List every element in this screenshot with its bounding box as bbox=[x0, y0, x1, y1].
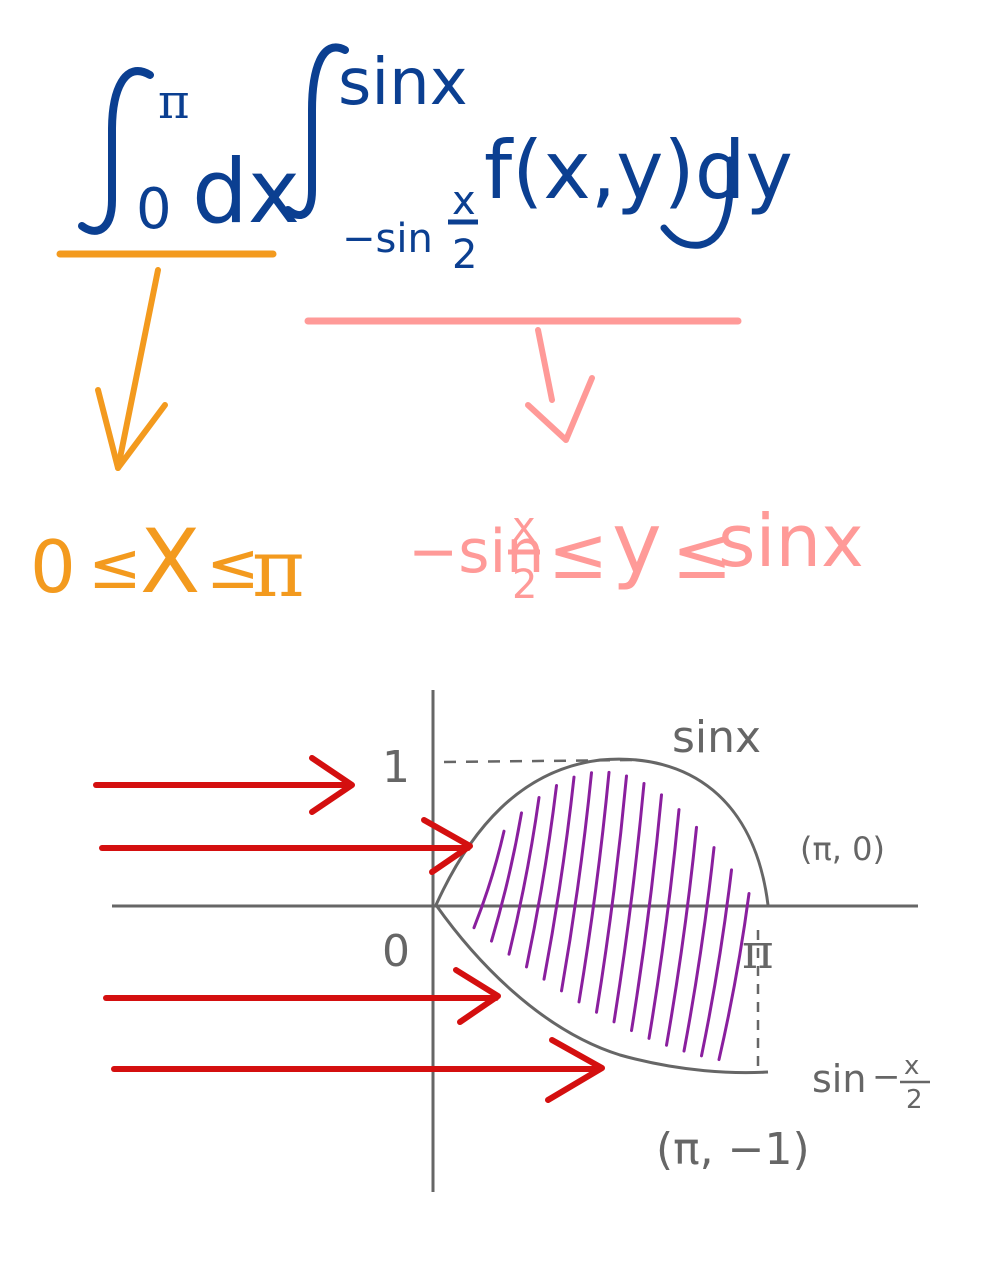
hatch-stroke bbox=[682, 846, 716, 1053]
lower-curve-label-prefix: sin bbox=[812, 1057, 866, 1101]
hatch-stroke bbox=[525, 784, 558, 969]
pink-arrow-head bbox=[525, 375, 595, 443]
integrand: f(x,y)dy bbox=[484, 124, 793, 217]
x-range-pointer bbox=[56, 250, 277, 471]
lower-curve-label-minus: − bbox=[872, 1057, 901, 1097]
hatch-stroke bbox=[630, 793, 663, 1033]
y-range-inequality: −sin x 2 ≤ y ≤ sinx bbox=[408, 494, 864, 608]
y-range-numerator: x bbox=[512, 504, 536, 550]
orange-arrow-head bbox=[95, 387, 168, 471]
pink-arrow-shaft bbox=[535, 327, 555, 403]
inner-lower-limit-prefix: −sin bbox=[342, 216, 433, 262]
hatch-stroke bbox=[560, 771, 593, 993]
red-arrows bbox=[93, 755, 605, 1103]
y-range-denominator: 2 bbox=[512, 562, 537, 608]
x-range-inequality: 0 ≤ X ≤ π bbox=[30, 510, 305, 615]
inner-lower-limit-numerator: x bbox=[452, 178, 476, 224]
sinx-label: sinx bbox=[672, 712, 761, 763]
lower-curve-label-denominator: 2 bbox=[906, 1085, 923, 1115]
y-tick-one: 1 bbox=[382, 742, 410, 793]
hatch-stroke bbox=[542, 775, 576, 981]
red-arrow-4 bbox=[111, 1037, 605, 1103]
outer-integral-sign bbox=[78, 67, 154, 235]
region-graph: 1 0 π sinx (π, 0) sin − x 2 (π, −1) bbox=[93, 690, 930, 1192]
outer-upper-limit: π bbox=[158, 74, 190, 130]
shaded-region-hatching bbox=[472, 770, 751, 1062]
orange-arrow-shaft bbox=[115, 267, 161, 471]
pi-label: π bbox=[742, 924, 774, 980]
hatch-stroke bbox=[717, 892, 751, 1062]
y-range-pointer bbox=[304, 317, 742, 443]
hatch-stroke bbox=[665, 825, 698, 1047]
red-arrow-2 bbox=[99, 817, 473, 875]
y-range-leq-1: ≤ bbox=[548, 511, 608, 595]
hatch-stroke bbox=[595, 774, 628, 1014]
hatch-stroke bbox=[647, 808, 681, 1040]
y-range-variable: y bbox=[612, 494, 662, 592]
lower-curve-label-numerator: x bbox=[904, 1051, 919, 1081]
x-range-left: 0 bbox=[30, 525, 76, 609]
hatch-stroke bbox=[577, 770, 611, 1004]
inner-integral-sign bbox=[284, 43, 349, 219]
iterated-integral-expression: π 0 dx sinx −sin x 2 f(x,y)dy bbox=[78, 43, 793, 278]
y-range-right: sinx bbox=[718, 499, 864, 583]
inner-upper-limit: sinx bbox=[338, 46, 468, 120]
neg-sin-half-x-curve bbox=[434, 904, 769, 1075]
x-range-right: π bbox=[252, 522, 305, 615]
hatch-stroke bbox=[700, 868, 733, 1058]
point-pi-minus-one-label: (π, −1) bbox=[656, 1124, 810, 1175]
origin-label: 0 bbox=[382, 926, 410, 977]
red-arrow-1 bbox=[93, 755, 355, 815]
dy-tail bbox=[660, 156, 734, 249]
x-range-variable: X bbox=[140, 510, 200, 613]
inner-lower-limit-denominator: 2 bbox=[452, 232, 477, 278]
outer-lower-limit: 0 bbox=[136, 177, 172, 242]
hatch-stroke bbox=[507, 796, 541, 956]
x-range-leq-2: ≤ bbox=[206, 530, 260, 604]
point-pi-zero-label: (π, 0) bbox=[800, 830, 885, 868]
outer-differential: dx bbox=[192, 140, 300, 243]
x-range-leq-1: ≤ bbox=[88, 530, 142, 604]
sinx-curve bbox=[434, 757, 770, 906]
hatch-stroke bbox=[472, 829, 506, 930]
hatch-stroke bbox=[490, 811, 523, 943]
red-arrow-3 bbox=[103, 967, 501, 1025]
y-range-leq-2: ≤ bbox=[672, 511, 732, 595]
hatch-stroke bbox=[612, 782, 646, 1024]
